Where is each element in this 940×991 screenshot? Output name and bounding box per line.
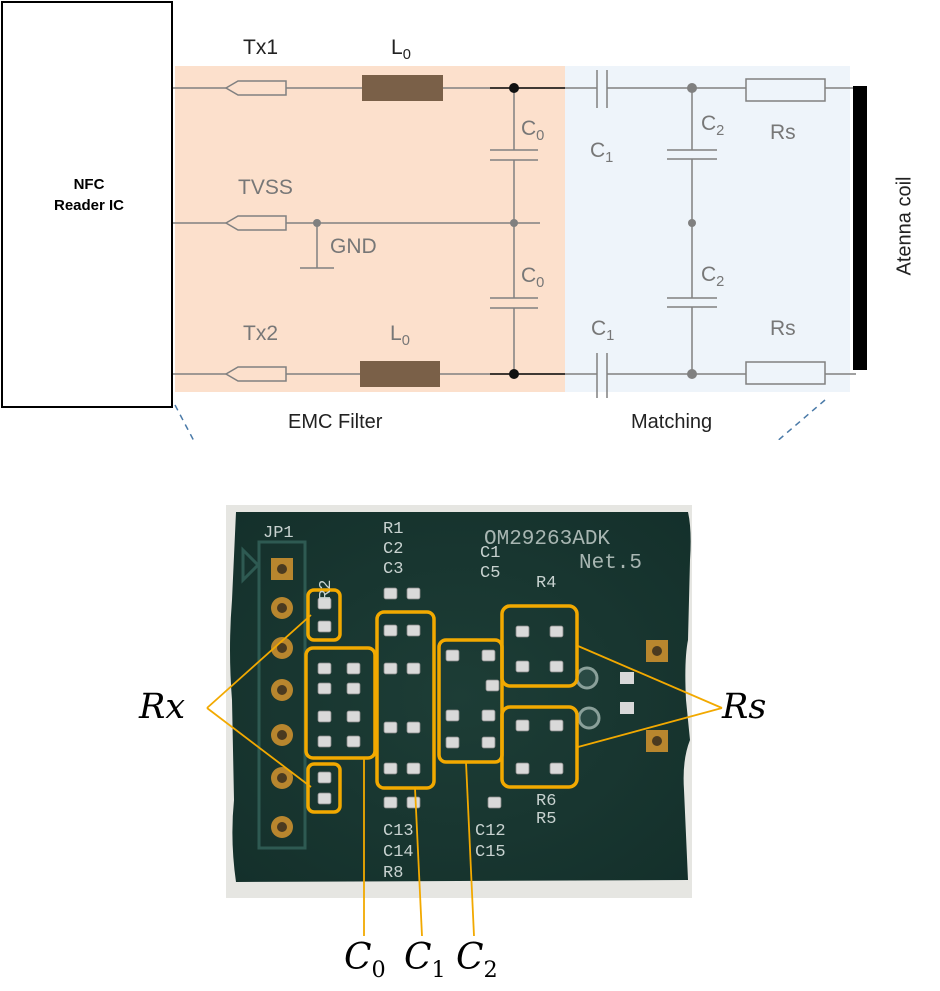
- emc-filter-label: EMC Filter: [288, 411, 383, 433]
- ic-label-line1: NFC: [73, 176, 105, 193]
- tx2-label: Tx2: [243, 322, 279, 345]
- emc-filter-region: [175, 66, 565, 392]
- silk-r2: R2: [317, 580, 336, 600]
- silk-r1: R1: [383, 520, 403, 539]
- rs-callout-label: Rs: [722, 687, 767, 727]
- l0-top-label: L0: [391, 36, 411, 64]
- silk-r4: R4: [536, 574, 556, 593]
- c2-box: [437, 638, 504, 764]
- silk-c5: C5: [480, 564, 500, 583]
- c1-box: [375, 610, 436, 790]
- rs-bottom-label: Rs: [770, 317, 796, 340]
- silk-r6: R6: [536, 792, 556, 811]
- silk-r5: R5: [536, 810, 556, 829]
- c2-top-label: C2: [701, 112, 725, 140]
- silk-net: Net.5: [579, 552, 642, 575]
- silk-c1: C1: [480, 544, 500, 563]
- matching-label: Matching: [631, 411, 713, 433]
- tx1-label: Tx1: [243, 36, 279, 59]
- silk-jp1: JP1: [263, 524, 294, 543]
- l0-bottom-label: L0: [390, 322, 410, 350]
- antenna-coil-bar: [853, 86, 867, 370]
- c0-box: [304, 646, 377, 760]
- c1-top-label: C1: [590, 139, 614, 167]
- gnd-label: GND: [330, 235, 377, 258]
- matching-region: [565, 66, 850, 392]
- c2-bottom-label: C2: [701, 263, 725, 291]
- silk-c13: C13: [383, 822, 414, 841]
- rs-box-bottom: [500, 705, 579, 789]
- c2-callout-label: C2: [456, 937, 498, 983]
- silk-c12: C12: [475, 822, 506, 841]
- silk-board-id: OM29263ADK: [484, 528, 610, 551]
- silk-c15: C15: [475, 843, 506, 862]
- rs-top-label: Rs: [770, 121, 796, 144]
- c1-bottom-label: C1: [591, 317, 615, 345]
- silk-c14: C14: [383, 843, 414, 862]
- silk-c3: C3: [383, 560, 403, 579]
- ic-label-line2: Reader IC: [53, 197, 125, 214]
- rx-box-top: [306, 588, 342, 642]
- inductor-l0-bottom: [360, 361, 440, 387]
- tvss-label: TVSS: [238, 176, 293, 199]
- c0-bottom-label: C0: [521, 264, 545, 292]
- rs-box-top: [500, 604, 579, 688]
- rx-callout-label: Rx: [139, 687, 186, 727]
- silk-c2: C2: [383, 540, 403, 559]
- schematic-diagram: [173, 66, 867, 440]
- silk-r8: R8: [383, 864, 403, 883]
- inductor-l0-top: [362, 75, 443, 101]
- rx-box-bottom: [306, 762, 342, 814]
- c1-callout-label: C1: [404, 937, 446, 983]
- nfc-reader-ic-box: NFC Reader IC: [1, 1, 173, 408]
- c0-callout-label: C0: [344, 937, 386, 983]
- c0-top-label: C0: [521, 117, 545, 145]
